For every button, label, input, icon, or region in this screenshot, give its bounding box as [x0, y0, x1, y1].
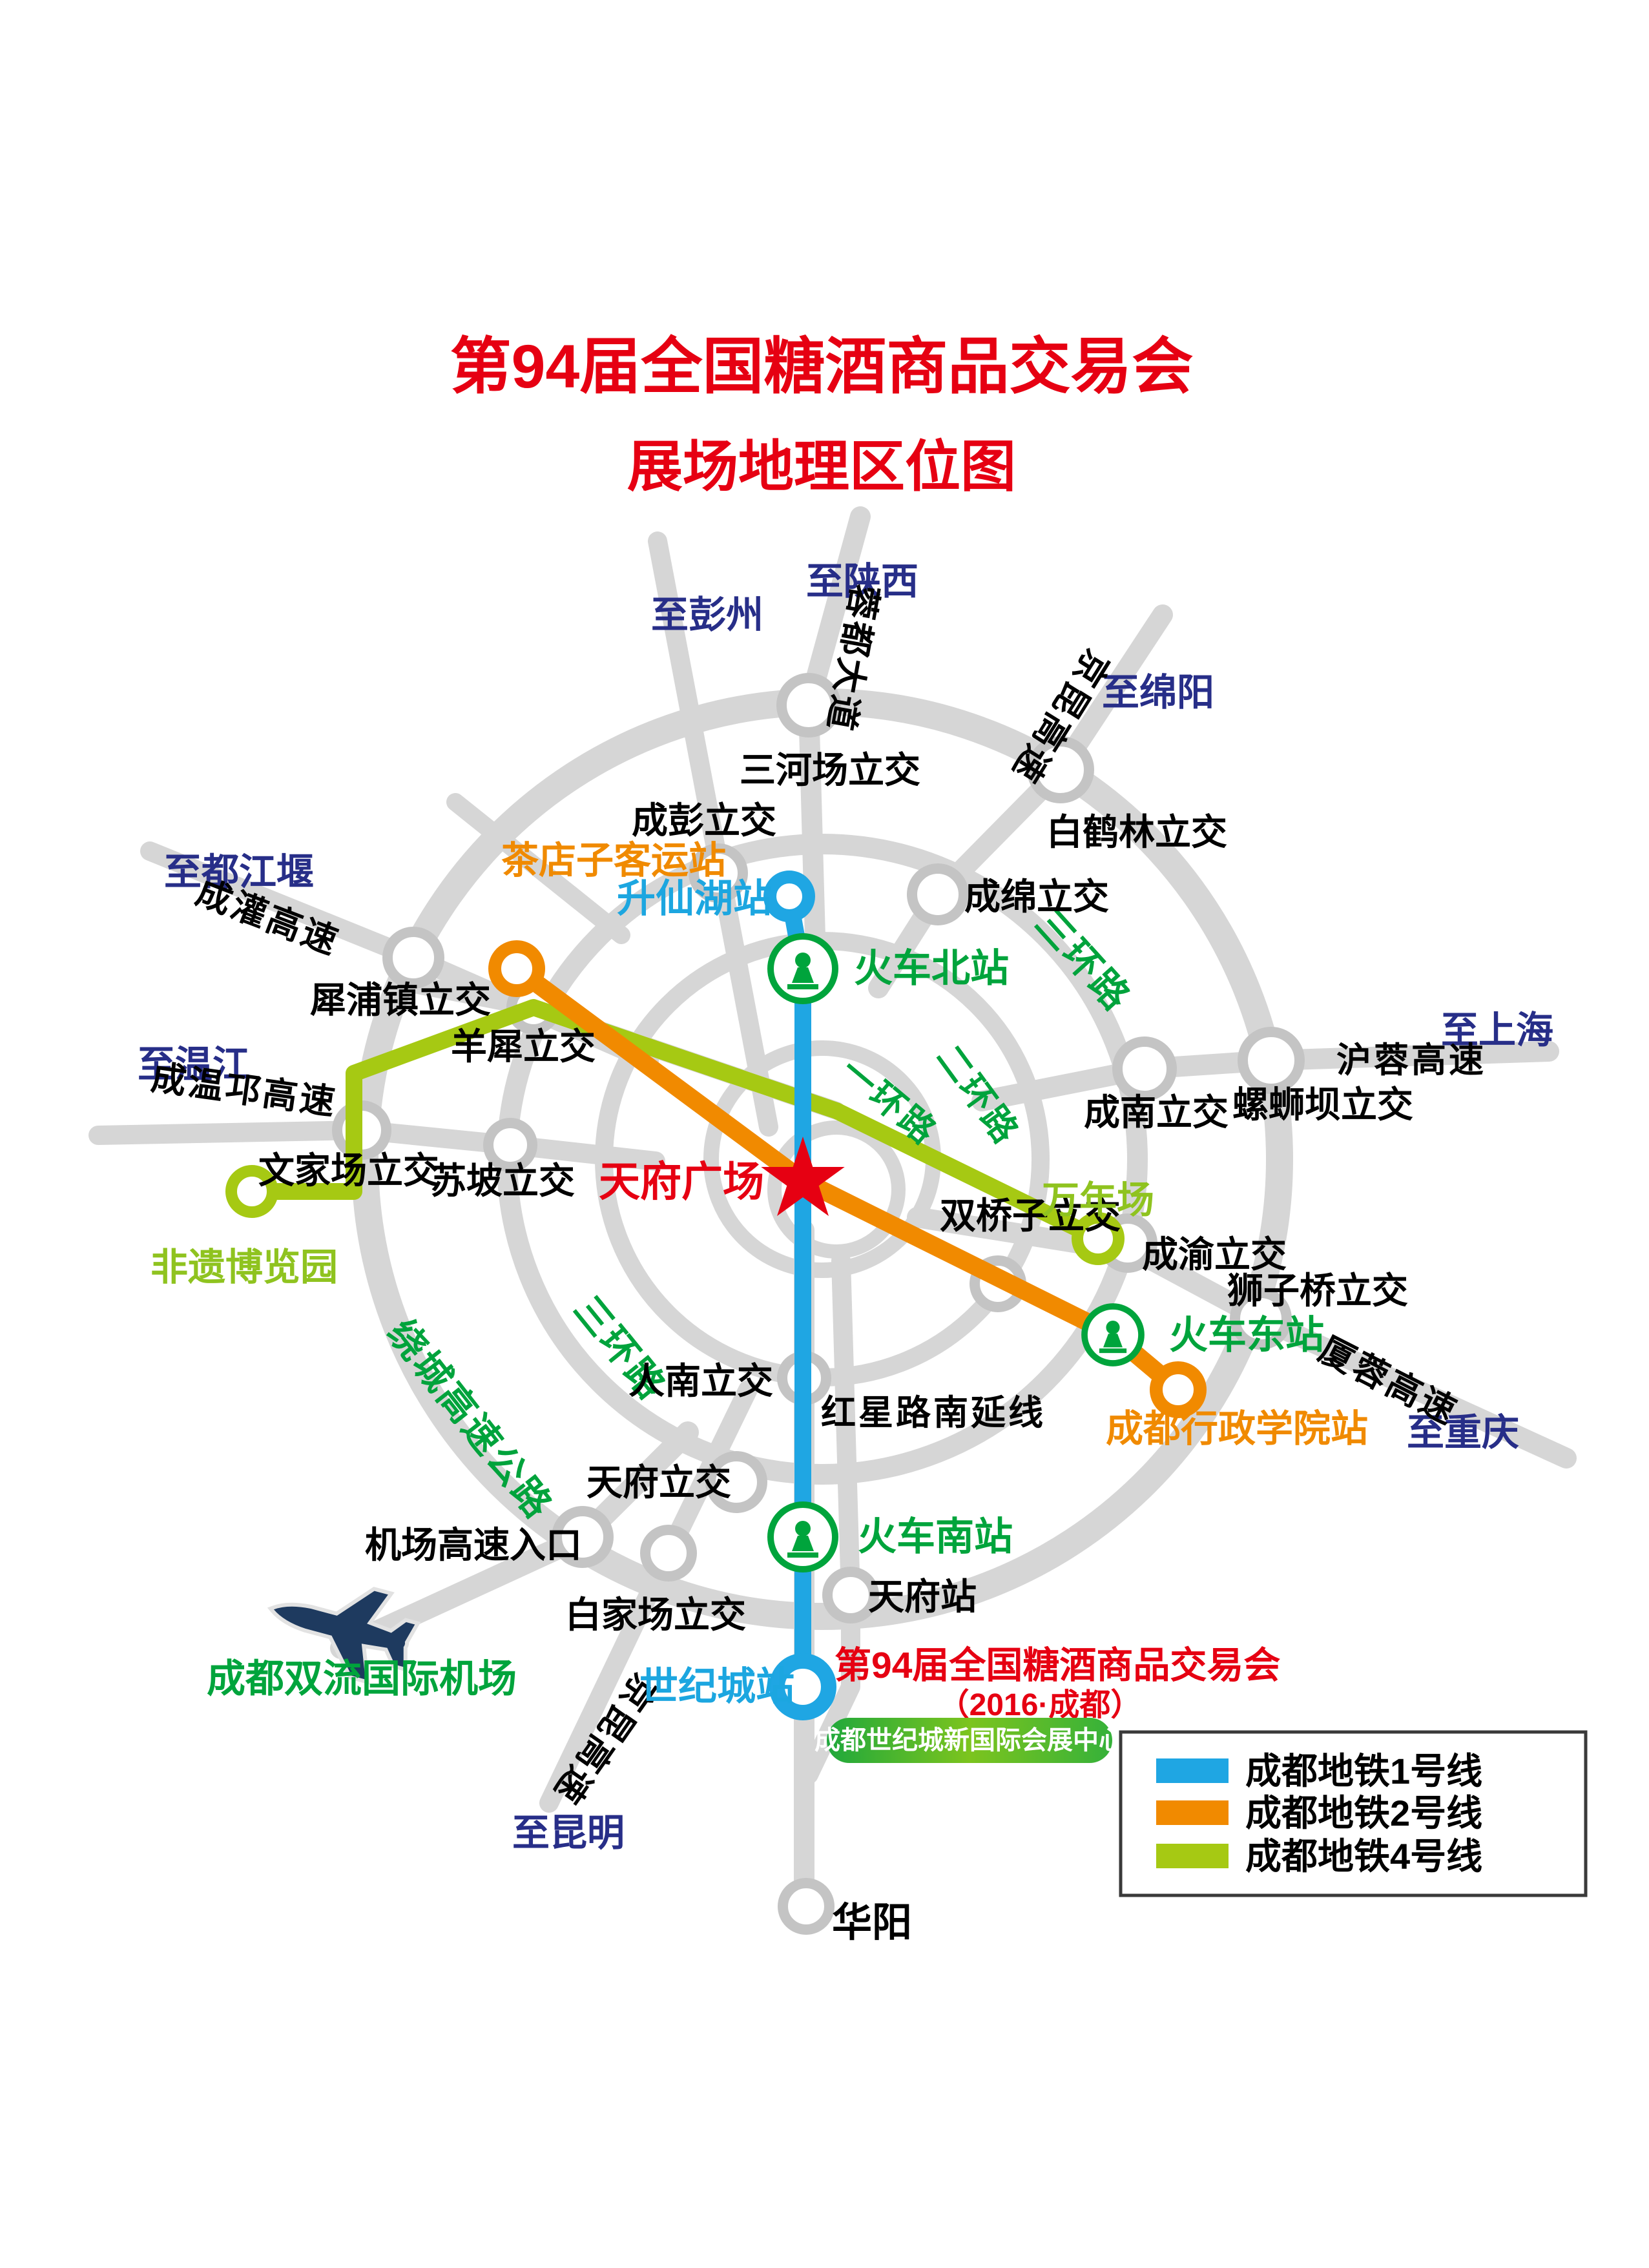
- road-hurong-east: [971, 1041, 1559, 1111]
- legend-swatch-line1: [1156, 1758, 1229, 1783]
- label-baijiachang: 白家场立交: [565, 1594, 746, 1635]
- label-to-wenjiang: 至温江: [138, 1044, 250, 1086]
- node-jichang-entry: [552, 1506, 614, 1568]
- event-edition: （2016·成都）: [939, 1688, 1142, 1722]
- road-xiarong-southeast: [907, 1207, 1577, 1469]
- label-chengyu: 成渝立交: [1142, 1234, 1287, 1275]
- label-shijicheng: 世纪城站: [639, 1665, 794, 1708]
- node-tianfu-station: [822, 1567, 879, 1624]
- label-hurong-hwy: 沪蓉高速: [1336, 1041, 1486, 1080]
- node-chengnan: [1112, 1036, 1177, 1101]
- terminus-chadianzi: [488, 940, 545, 997]
- label-to-shanxi: 至陕西: [806, 561, 918, 603]
- label-huoche-nan: 火车南站: [858, 1515, 1013, 1558]
- label-to-shanghai: 至上海: [1441, 1009, 1553, 1051]
- node-chengpeng: [689, 843, 748, 903]
- label-shengxianhu: 升仙湖站: [617, 877, 772, 920]
- legend-label-line1: 成都地铁1号线: [1245, 1751, 1482, 1791]
- label-raocheng-hwy: 绕城高速公路: [380, 1312, 561, 1527]
- node-xipuzhen: [382, 927, 444, 989]
- railway-station-icons: [767, 933, 1145, 1572]
- node-huayang: [778, 1878, 835, 1935]
- page-subtitle: 展场地理区位图: [627, 436, 1016, 498]
- node-supo: [483, 1118, 537, 1172]
- terminus-wannianchang: [1072, 1212, 1125, 1265]
- road-chadianzi: [446, 793, 630, 944]
- road-jingkun-northeast: [868, 604, 1173, 998]
- metro-line-4: [244, 999, 1106, 1247]
- label-rennan: 人南立交: [628, 1361, 773, 1401]
- label-to-chongqing: 至重庆: [1407, 1412, 1519, 1454]
- label-wenjiachang: 文家场立交: [258, 1150, 439, 1191]
- label-supo: 苏坡立交: [430, 1160, 575, 1201]
- label-chengpeng: 成彭立交: [632, 800, 776, 841]
- label-huayang: 华阳: [832, 1901, 912, 1945]
- label-xingzheng-xueyuan: 成都行政学院站: [1106, 1408, 1368, 1450]
- airplane-icon: [267, 1587, 421, 1685]
- node-luosiba: [1238, 1027, 1305, 1094]
- label-huoche-bei: 火车北站: [854, 947, 1009, 990]
- node-tianfu-lijiao: [705, 1451, 767, 1513]
- tianfu-square-star-icon: [761, 1137, 845, 1216]
- terminus-xingzheng: [1150, 1361, 1207, 1418]
- label-tianfu-lijiao: 天府立交: [586, 1462, 731, 1503]
- label-chadianzi: 茶店子客运站: [501, 840, 726, 881]
- event-title: 第94届全国糖酒商品交易会: [835, 1645, 1280, 1686]
- legend-label-line2: 成都地铁2号线: [1245, 1793, 1482, 1833]
- legend-label-line4: 成都地铁4号线: [1245, 1836, 1482, 1877]
- railway-icon-east: [1081, 1303, 1145, 1366]
- legend-swatch-line2: [1156, 1800, 1229, 1825]
- label-to-kunming: 至昆明: [512, 1812, 625, 1854]
- direction-labels: 至彭州 至陕西 至绵阳 至都江堰 至温江 至上海 至重庆 至昆明: [138, 561, 1553, 1854]
- node-baijiachang: [640, 1525, 697, 1582]
- label-sanhuan-topright: 三环路: [1027, 902, 1139, 1020]
- road-to-pengzhou: [648, 531, 778, 1137]
- venue-badge-label: 成都世纪城新国际会展中心: [814, 1726, 1125, 1755]
- node-shizi: [1230, 1288, 1292, 1350]
- label-tianfu-square: 天府广场: [599, 1159, 764, 1205]
- terminus-shengxianhu: [763, 871, 815, 922]
- label-feiyi: 非遗博览园: [150, 1246, 338, 1288]
- label-to-pengzhou: 至彭州: [651, 594, 763, 636]
- label-hongxing-rd: 红星路南延线: [821, 1394, 1046, 1432]
- label-luosiba: 螺蛳坝立交: [1232, 1084, 1413, 1125]
- node-baihelin: [1027, 736, 1094, 803]
- label-xipuzhen: 犀浦镇立交: [310, 980, 491, 1020]
- label-jichang-entry: 机场高速入口: [365, 1525, 582, 1565]
- line-termini: [225, 871, 1207, 1720]
- legend-swatch-line4: [1156, 1844, 1229, 1868]
- label-wannianchang: 万年场: [1042, 1179, 1154, 1221]
- metro-line-2: [508, 960, 1187, 1399]
- label-to-mianyang: 至绵阳: [1102, 672, 1214, 714]
- ring-plaza: [767, 1120, 906, 1259]
- interchange-labels: 三河场立交 成彭立交 白鹤林立交 成绵立交 犀浦镇立交 羊犀立交 文家场立交 苏…: [258, 750, 1413, 1945]
- terminus-feiyi: [225, 1165, 278, 1218]
- railway-icon-south: [767, 1501, 838, 1572]
- label-chengnan: 成南立交: [1084, 1092, 1229, 1133]
- label-yangxi: 羊犀立交: [451, 1026, 596, 1067]
- label-shuangqiaozi: 双桥子立交: [940, 1195, 1121, 1236]
- label-airport: 成都双流国际机场: [207, 1657, 517, 1700]
- label-baihelin: 白鹤林立交: [1046, 812, 1227, 852]
- node-chengmian: [907, 863, 969, 925]
- label-huoche-dong: 火车东站: [1169, 1314, 1324, 1357]
- label-shizi: 狮子桥立交: [1227, 1270, 1408, 1311]
- road-chengwenqiong-west: [88, 1120, 665, 1171]
- station-labels: 升仙湖站 世纪城站 火车北站 火车南站 火车东站 茶店子客运站 成都行政学院站 …: [150, 840, 1368, 1708]
- legend: 成都地铁1号线 成都地铁2号线 成都地铁4号线: [1119, 1730, 1588, 1897]
- terminus-shijicheng: [769, 1653, 836, 1720]
- label-sanhechang: 三河场立交: [740, 750, 920, 790]
- label-chengmian: 成绵立交: [964, 876, 1109, 917]
- label-to-dujiangyan: 至都江堰: [164, 851, 314, 893]
- venue-badge-pill: [827, 1718, 1112, 1763]
- label-tianfu-station: 天府站: [868, 1576, 977, 1617]
- page-title: 第94届全国糖酒商品交易会: [450, 333, 1194, 401]
- railway-icon-north: [767, 933, 838, 1004]
- node-sanhechang: [776, 673, 841, 737]
- event-callout: 第94届全国糖酒商品交易会 （2016·成都） 成都世纪城新国际会展中心: [814, 1645, 1280, 1763]
